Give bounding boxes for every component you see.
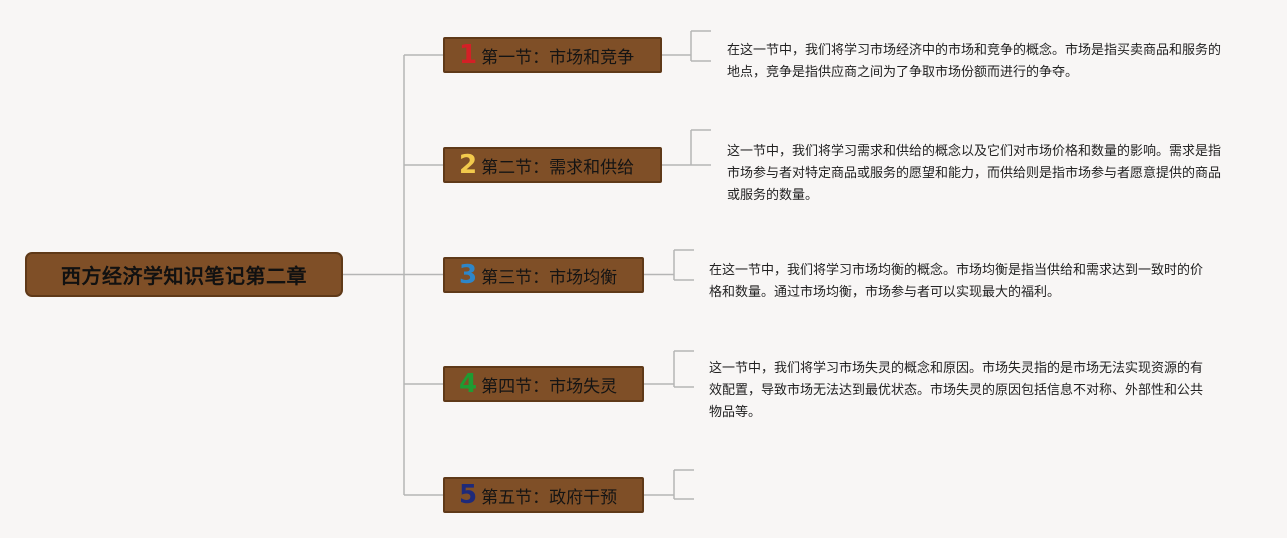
note-connector-2 [662, 129, 711, 166]
section-note-4: 这一节中，我们将学习市场失灵的概念和原因。市场失灵指的是市场无法实现资源的有效配… [709, 361, 1204, 420]
section-node-2[interactable]: 2 第二节：需求和供给 [443, 147, 662, 183]
section-node-5[interactable]: 5 第五节：政府干预 [443, 477, 644, 513]
section-node-4[interactable]: 4 第四节：市场失灵 [443, 366, 644, 402]
section-number-3: 3 [459, 260, 478, 290]
section-label-5: 第五节：政府干预 [481, 487, 618, 508]
section-number-2: 2 [459, 150, 478, 180]
root-node[interactable]: 西方经济学知识笔记第二章 [25, 252, 343, 297]
root-title: 西方经济学知识笔记第二章 [61, 264, 307, 288]
section-note-1: 在这一节中，我们将学习市场经济中的市场和竞争的概念。市场是指买卖商品和服务的地点… [727, 43, 1222, 80]
section-label-1: 第一节：市场和竞争 [481, 47, 635, 68]
section-number-5: 5 [459, 480, 478, 510]
section-label-4: 第四节：市场失灵 [481, 376, 618, 397]
section-note-2: 这一节中，我们将学习需求和供给的概念以及它们对市场价格和数量的影响。需求是指市场… [727, 144, 1222, 203]
note-connector-5 [644, 469, 694, 500]
note-connector-4 [644, 350, 694, 388]
section-node-1[interactable]: 1 第一节：市场和竞争 [443, 37, 662, 73]
section-number-1: 1 [459, 40, 478, 70]
note-connector-1 [662, 30, 711, 62]
section-note-3: 在这一节中，我们将学习市场均衡的概念。市场均衡是指当供给和需求达到一致时的价格和… [709, 263, 1204, 300]
section-number-4: 4 [459, 369, 478, 399]
section-label-3: 第三节：市场均衡 [481, 267, 618, 288]
section-node-3[interactable]: 3 第三节：市场均衡 [443, 257, 644, 293]
note-connector-3 [644, 249, 694, 281]
section-label-2: 第二节：需求和供给 [481, 157, 635, 178]
